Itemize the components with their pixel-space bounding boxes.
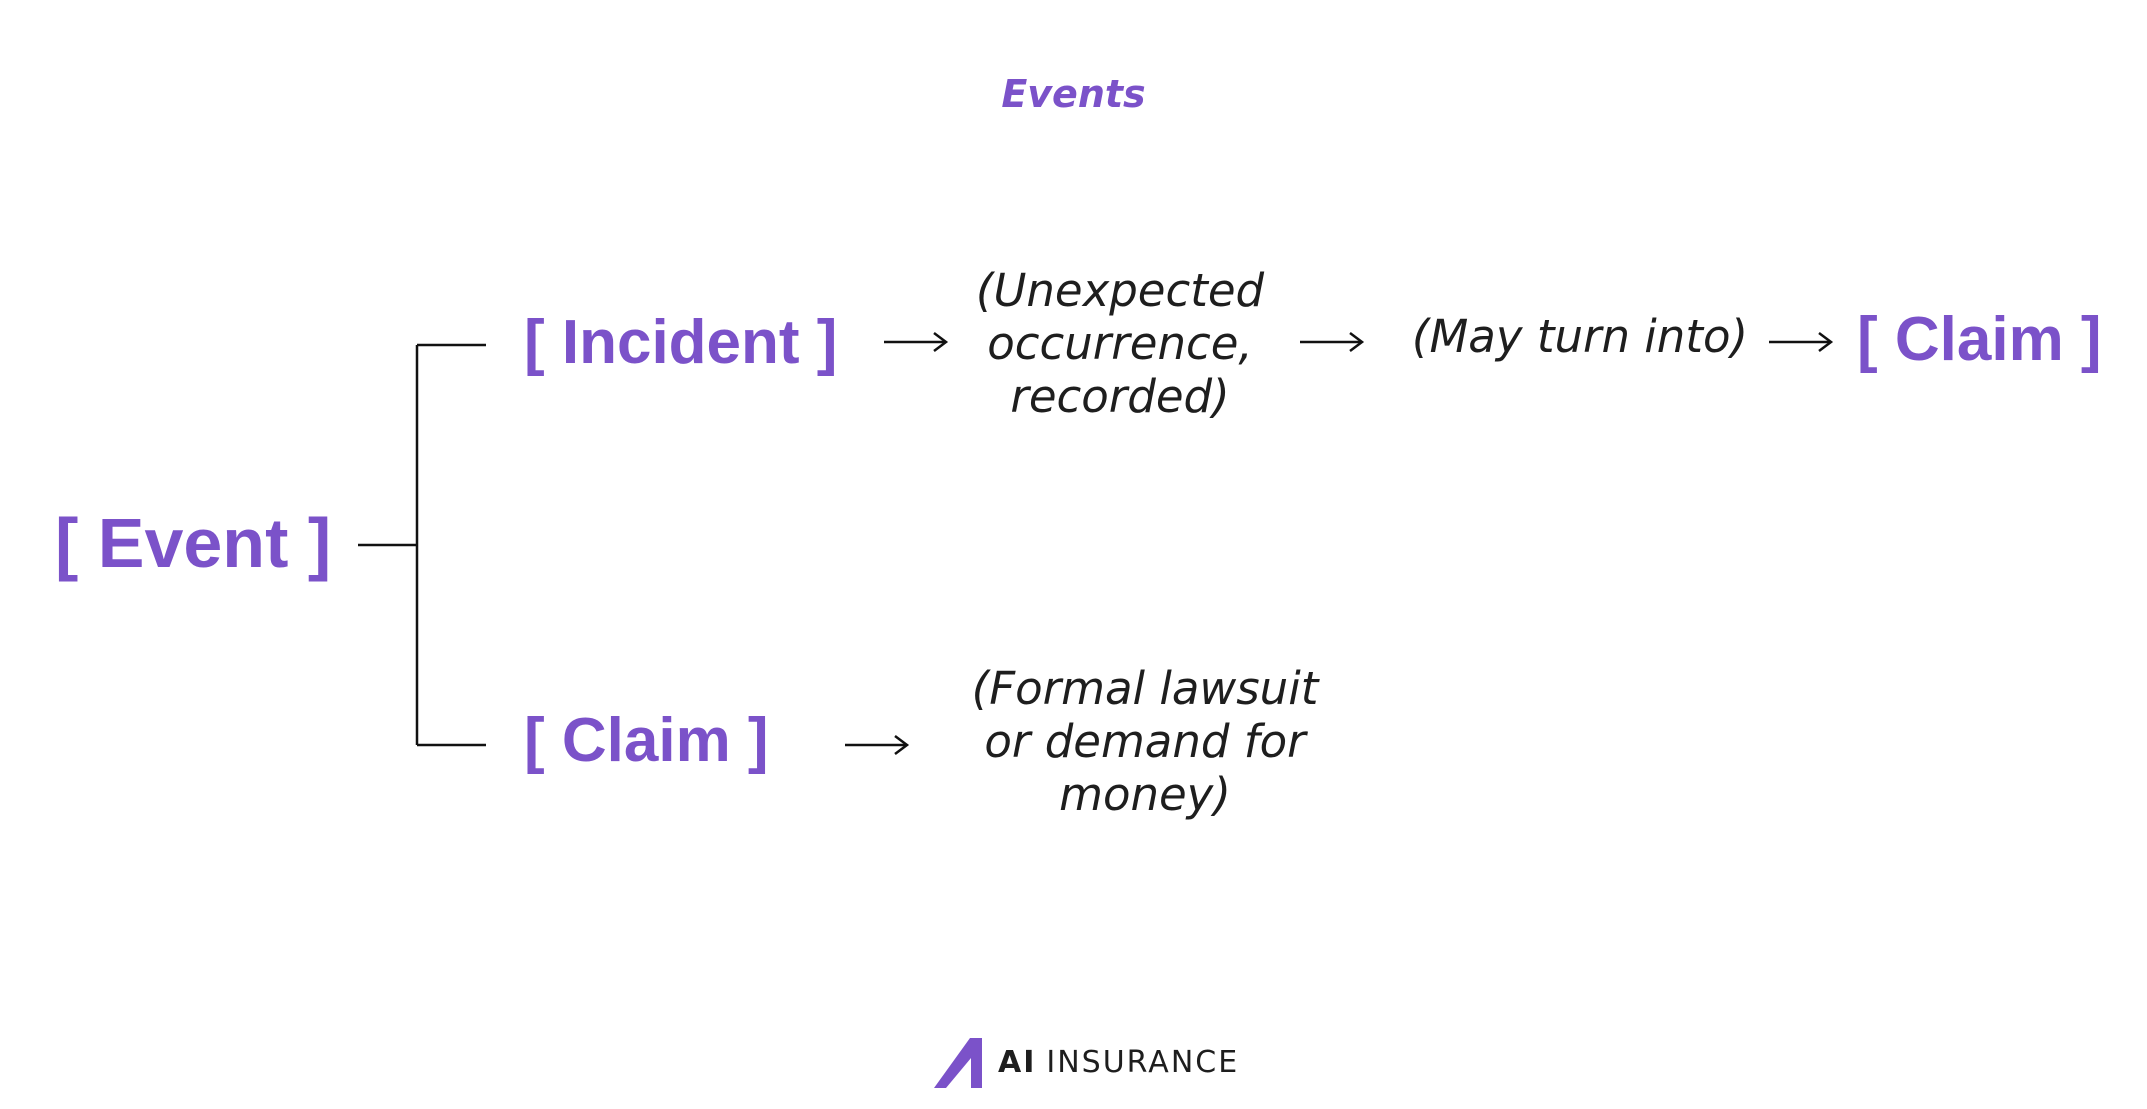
brand-name-rest: INSURANCE <box>1046 1044 1240 1080</box>
incident-description-line: (Unexpected <box>975 264 1265 317</box>
arrow-icon <box>884 332 949 352</box>
incident-description-line: recorded) <box>1010 370 1230 423</box>
claim-description-line: or demand for <box>984 715 1306 768</box>
claim-node-right: [ Claim ] <box>1857 305 2102 374</box>
claim-description-line: money) <box>1059 768 1231 821</box>
brand-name-bold: AI <box>998 1044 1037 1080</box>
incident-description-line: occurrence, <box>987 317 1253 370</box>
arrow-icon <box>1769 332 1834 352</box>
diagram-title: Events <box>1001 72 1146 116</box>
claim-description: (Formal lawsuit or demand for money) <box>960 662 1330 821</box>
claim-description-line: (Formal lawsuit <box>971 662 1319 715</box>
incident-description: (Unexpected occurrence, recorded) <box>960 264 1280 423</box>
incident-node: [ Incident ] <box>524 308 838 377</box>
claim-node-bottom: [ Claim ] <box>524 706 769 775</box>
may-turn-into-label: (May turn into) <box>1411 310 1749 363</box>
event-node: [ Event ] <box>55 504 332 582</box>
arrow-icon <box>1300 332 1365 352</box>
arrow-icon <box>845 735 910 755</box>
ai-insurance-logo-icon <box>934 1038 982 1088</box>
